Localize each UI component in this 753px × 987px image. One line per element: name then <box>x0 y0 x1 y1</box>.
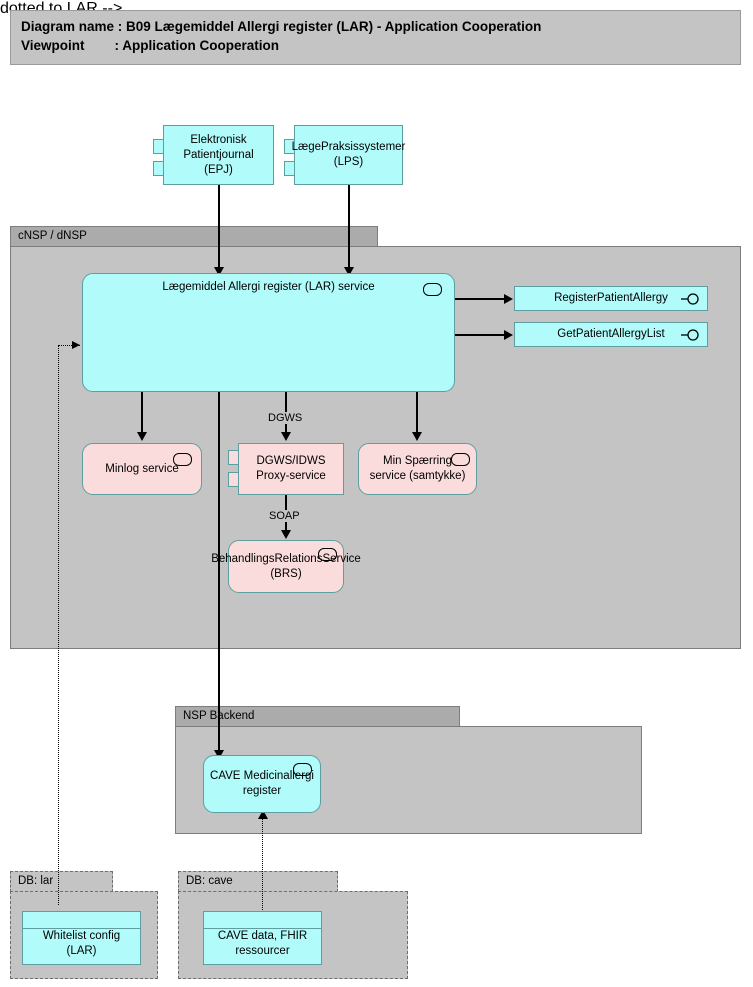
application-interface-icon <box>681 329 699 341</box>
group-nsp-backend-label: NSP Backend <box>175 706 460 727</box>
element-minlog-service[interactable]: Minlog service <box>82 443 202 495</box>
arrowhead-lar-to-min-spaerring <box>412 432 422 441</box>
data-object-header-strip <box>204 912 321 929</box>
element-dgws-idws-proxy-service-body: DGWS/IDWS Proxy-service <box>238 443 344 495</box>
element-lps-body: LægePraksissystemer (LPS) <box>292 125 405 185</box>
element-registerpatientallergy-label: RegisterPatientAllergy <box>554 292 668 304</box>
element-dgws-idws-proxy-service[interactable]: DGWS/IDWS Proxy-service <box>228 443 344 495</box>
application-service-icon <box>318 548 337 561</box>
connector-lar-to-min-spaerring <box>416 392 418 435</box>
element-behandlingsrelationsservice-brs[interactable]: BehandlingsRelationsService (BRS) <box>211 540 361 593</box>
element-lar-service[interactable]: Lægemiddel Allergi register (LAR) servic… <box>82 273 455 392</box>
arrowhead-lar-to-registerpatientallergy <box>504 294 513 304</box>
element-cave-medicinallergi-register-label: CAVE Medicinallergi register <box>210 770 314 797</box>
connector-whitelist-to-lar-vertical <box>58 345 59 905</box>
arrowhead-dgws-proxy-to-brs <box>281 530 291 539</box>
group-cnsp-dnsp-label: cNSP / dNSP <box>10 226 378 247</box>
arrowhead-epj-to-lar <box>214 267 224 276</box>
element-cave-data-fhir-ressourcer-label: CAVE data, FHIR ressourcer <box>217 930 308 957</box>
connector-lar-to-minlog <box>141 392 143 435</box>
arrowhead-lps-to-lar <box>344 267 354 276</box>
element-minlog-service-body: Minlog service <box>82 443 202 495</box>
application-service-icon <box>451 453 470 466</box>
group-nsp-backend: NSP Backend <box>175 706 642 834</box>
element-min-spaerring-service-body: Min Spærring service (samtykke) <box>358 443 477 495</box>
element-whitelist-config-lar-label: Whitelist config (LAR) <box>42 930 121 957</box>
element-cave-medicinallergi-register[interactable]: CAVE Medicinallergi register <box>203 755 321 813</box>
element-behandlingsrelationsservice-brs-label: BehandlingsRelationsService (BRS) <box>211 552 361 580</box>
application-service-icon <box>293 763 312 776</box>
element-getpatientallergylist-label: GetPatientAllergyList <box>557 328 665 340</box>
connector-epj-to-lar <box>218 184 220 273</box>
element-registerpatientallergy-body: RegisterPatientAllergy <box>514 286 708 311</box>
diagram-name-line: Diagram name : B09 Lægemiddel Allergi re… <box>21 19 542 34</box>
arrowhead-lar-to-getpatientallergylist <box>504 330 513 340</box>
group-db-lar-label: DB: lar <box>10 871 113 892</box>
application-service-icon <box>423 283 442 296</box>
arrowhead-lar-to-cave <box>214 750 224 759</box>
element-lps-label: LægePraksissystemer (LPS) <box>291 141 406 168</box>
element-epj-label: Elektronisk Patientjournal (EPJ) <box>183 133 254 176</box>
element-registerpatientallergy[interactable]: RegisterPatientAllergy <box>514 286 708 311</box>
element-cave-medicinallergi-register-body: CAVE Medicinallergi register <box>203 755 321 813</box>
element-epj[interactable]: Elektronisk Patientjournal (EPJ) <box>153 125 274 185</box>
edge-label-soap: SOAP <box>267 510 302 522</box>
element-dgws-idws-proxy-service-label: DGWS/IDWS Proxy-service <box>256 455 326 482</box>
connector-lar-to-registerpatientallergy <box>455 298 507 300</box>
group-nsp-backend-body <box>175 726 642 834</box>
connector-lps-to-lar <box>348 184 350 273</box>
group-db-cave-label: DB: cave <box>178 871 338 892</box>
connector-whitelist-to-lar-horizontal <box>58 345 80 346</box>
element-whitelist-config-lar[interactable]: Whitelist config (LAR) <box>22 911 141 965</box>
diagram-title-block: Diagram name : B09 Lægemiddel Allergi re… <box>10 10 741 65</box>
data-object-header-strip <box>23 912 140 929</box>
arrowhead-lar-to-dgws-proxy <box>281 432 291 441</box>
element-cave-data-fhir-ressourcer-body: CAVE data, FHIR ressourcer <box>203 911 322 965</box>
connector-cave-data-to-cave-register <box>262 814 263 912</box>
element-getpatientallergylist[interactable]: GetPatientAllergyList <box>514 322 708 347</box>
arrowhead-lar-to-minlog <box>137 432 147 441</box>
arrowhead-cave-data-to-cave-register <box>258 810 268 819</box>
element-lps[interactable]: LægePraksissystemer (LPS) <box>284 125 405 185</box>
element-min-spaerring-service-label: Min Spærring service (samtykke) <box>369 455 466 482</box>
element-min-spaerring-service[interactable]: Min Spærring service (samtykke) <box>358 443 477 495</box>
edge-label-dgws: DGWS <box>266 412 305 424</box>
element-lar-service-label: Lægemiddel Allergi register (LAR) servic… <box>162 281 375 293</box>
viewpoint-line: Viewpoint : Application Cooperation <box>21 38 280 53</box>
element-getpatientallergylist-body: GetPatientAllergyList <box>514 322 708 347</box>
arrowhead-whitelist-to-lar <box>72 341 80 349</box>
element-behandlingsrelationsservice-brs-body: BehandlingsRelationsService (BRS) <box>211 540 361 593</box>
application-interface-icon <box>681 293 699 305</box>
element-minlog-service-label: Minlog service <box>105 462 179 475</box>
application-service-icon <box>173 453 192 466</box>
connector-lar-to-getpatientallergylist <box>455 334 507 336</box>
element-lar-service-body: Lægemiddel Allergi register (LAR) servic… <box>82 273 455 392</box>
connector-lar-to-cave <box>218 392 220 756</box>
element-epj-body: Elektronisk Patientjournal (EPJ) <box>163 125 274 185</box>
element-whitelist-config-lar-body: Whitelist config (LAR) <box>22 911 141 965</box>
element-cave-data-fhir-ressourcer[interactable]: CAVE data, FHIR ressourcer <box>203 911 322 965</box>
